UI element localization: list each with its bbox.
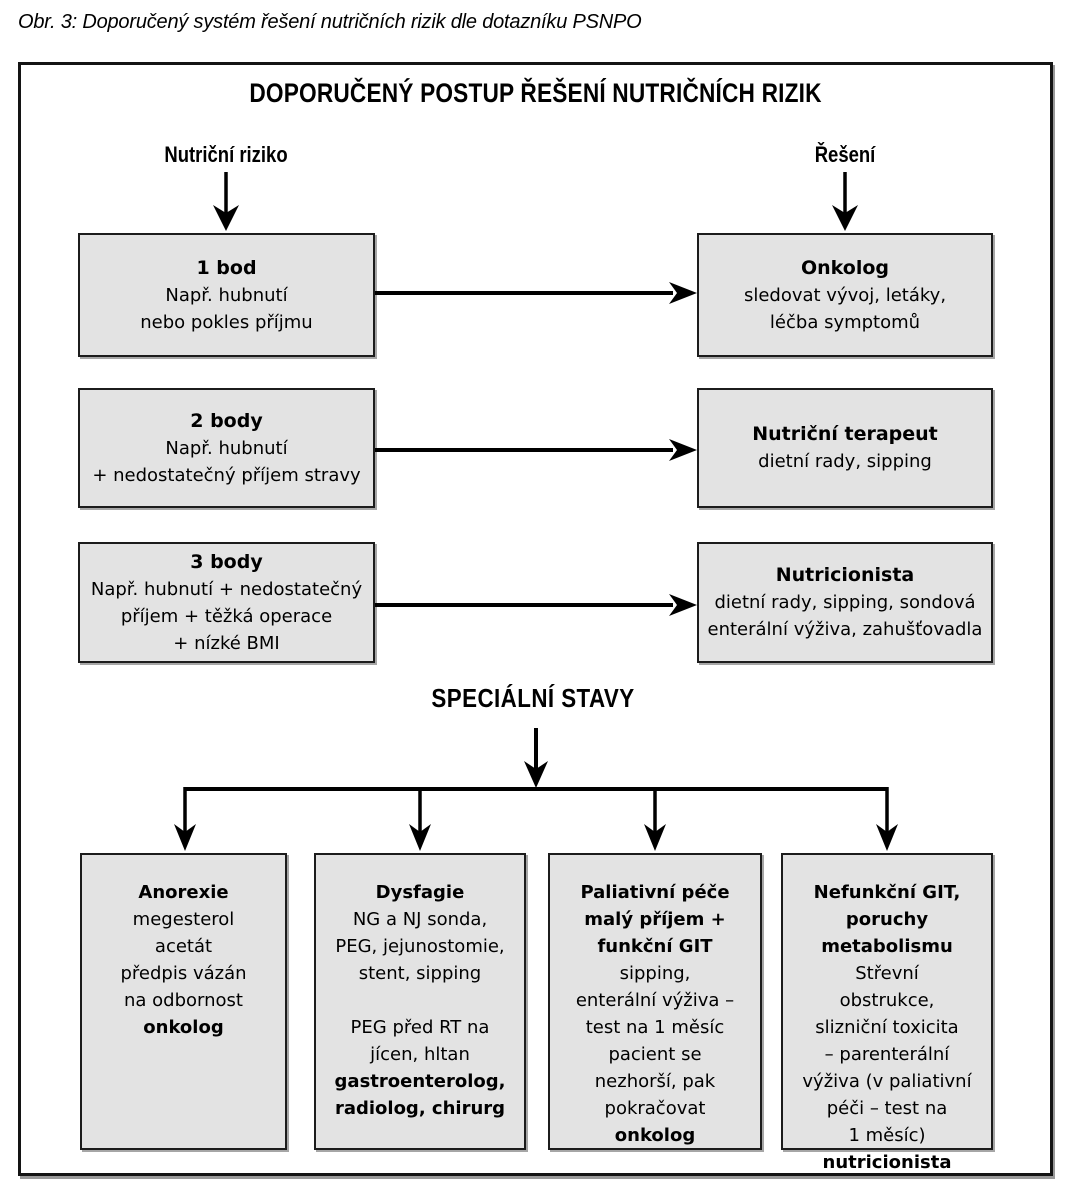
text-line: – parenterální — [824, 1044, 950, 1065]
text-line: Nefunkční GIT, — [813, 882, 961, 903]
arrow-branch-3 — [644, 787, 666, 851]
text-line: NG a NJ sonda, — [352, 909, 488, 930]
text-line: stent, sipping — [358, 963, 482, 984]
text-line: nebo pokles příjmu — [140, 311, 313, 333]
text-line: příjem + těžká operace — [120, 605, 333, 627]
diagram-title: DOPORUČENÝ POSTUP ŘEŠENÍ NUTRIČNÍCH RIZI… — [249, 78, 822, 108]
text-line: Např. hubnutí — [165, 284, 288, 306]
text-line: funkční GIT — [597, 936, 713, 957]
text-line: 1 měsíc) — [848, 1125, 926, 1146]
arrow-branch-1 — [174, 787, 196, 851]
solution-box-nutricionista: Nutricionista dietní rady, sipping, sond… — [697, 542, 993, 663]
text-line: Anorexie — [138, 882, 229, 903]
text-line: Střevní — [855, 963, 919, 984]
text-line: test na 1 měsíc — [585, 1017, 725, 1038]
text-line: metabolismu — [821, 936, 953, 957]
text-line: nutricionista — [822, 1152, 952, 1173]
box-title: 2 body — [190, 409, 263, 432]
arrow-branch-4 — [876, 787, 898, 851]
special-box-dysfagie: Dysfagie NG a NJ sonda, PEG, jejunostomi… — [314, 853, 526, 1150]
text-line: slizniční toxicita — [815, 1017, 959, 1038]
text-line: gastroenterolog, — [334, 1071, 506, 1092]
text-line — [316, 987, 524, 1014]
solution-box-nutricni-terapeut: Nutriční terapeut dietní rady, sipping — [697, 388, 993, 508]
box-title: Onkolog — [800, 256, 890, 279]
risk-box-1-bod: 1 bod Např. hubnutí nebo pokles příjmu — [78, 233, 375, 357]
text-line: PEG, jejunostomie, — [335, 936, 505, 957]
text-line: dietní rady, sipping — [758, 451, 932, 472]
text-line: pokračovat — [604, 1098, 706, 1119]
text-line: Např. hubnutí — [165, 437, 288, 459]
text-line: onkolog — [614, 1125, 696, 1146]
arrow-row-1 — [375, 282, 697, 304]
figure-caption: Obr. 3: Doporučený systém řešení nutričn… — [18, 11, 642, 33]
text-line: onkolog — [143, 1017, 224, 1038]
text-line: na odbornost — [124, 990, 243, 1011]
text-line: předpis vázán — [120, 963, 247, 984]
text-line: acetát — [154, 936, 213, 957]
text-line: pacient se — [608, 1044, 702, 1065]
text-line: péči – test na — [826, 1098, 948, 1119]
text-line: radiolog, chirurg — [334, 1098, 506, 1119]
text-line: poruchy — [845, 909, 929, 930]
special-box-anorexie: Anorexie megesterol acetát předpis vázán… — [80, 853, 287, 1150]
text-line: sipping, — [619, 963, 691, 984]
box-title: Nutricionista — [775, 564, 915, 586]
risk-box-2-body: 2 body Např. hubnutí + nedostatečný příj… — [78, 388, 375, 508]
text-line: malý příjem + — [584, 909, 726, 930]
text-line: Paliativní péče — [580, 882, 730, 903]
text-line: + nízké BMI — [173, 632, 280, 654]
diagram-frame: DOPORUČENÝ POSTUP ŘEŠENÍ NUTRIČNÍCH RIZI… — [18, 62, 1053, 1176]
text-line: sledovat vývoj, letáky, — [743, 284, 947, 306]
column-header-solution: Řešení — [814, 142, 876, 167]
column-header-risk: Nutriční riziko — [164, 142, 288, 167]
arrow-solution-header-down — [832, 172, 858, 231]
arrow-special-center-down — [524, 728, 548, 788]
special-box-paliativni-pece: Paliativní péče malý příjem + funkční GI… — [548, 853, 762, 1150]
text-line: + nedostatečný příjem stravy — [92, 464, 361, 486]
text-line: Dysfagie — [375, 882, 465, 903]
text-line: obstrukce, — [839, 990, 935, 1011]
arrow-row-3 — [375, 594, 697, 616]
text-line: megesterol — [132, 909, 235, 930]
arrow-risk-header-down — [213, 172, 239, 231]
risk-box-3-body: 3 body Např. hubnutí + nedostatečný příj… — [78, 542, 375, 663]
arrow-branch-2 — [409, 787, 431, 851]
text-line: výživa (v paliativní — [802, 1071, 972, 1092]
text-line: Např. hubnutí + nedostatečný — [90, 578, 363, 600]
text-line: enterální výživa, zahušťovadla — [707, 619, 983, 640]
text-line: jícen, hltan — [370, 1044, 470, 1065]
special-box-nefunkcni-git: Nefunkční GIT, poruchy metabolismu Střev… — [781, 853, 993, 1173]
text-line: PEG před RT na — [350, 1017, 490, 1038]
text-line: dietní rady, sipping, sondová — [714, 592, 976, 613]
text-line: nezhorší, pak — [594, 1071, 716, 1092]
text-line: enterální výživa – — [575, 990, 735, 1011]
arrow-row-2 — [375, 439, 697, 461]
box-title: 1 bod — [196, 256, 257, 279]
solution-box-onkolog: Onkolog sledovat vývoj, letáky, léčba sy… — [697, 233, 993, 357]
text-line: léčba symptomů — [769, 311, 921, 333]
special-states-header: SPECIÁLNÍ STAVY — [431, 683, 635, 713]
box-title: Nutriční terapeut — [752, 423, 938, 445]
box-title: 3 body — [190, 550, 263, 573]
